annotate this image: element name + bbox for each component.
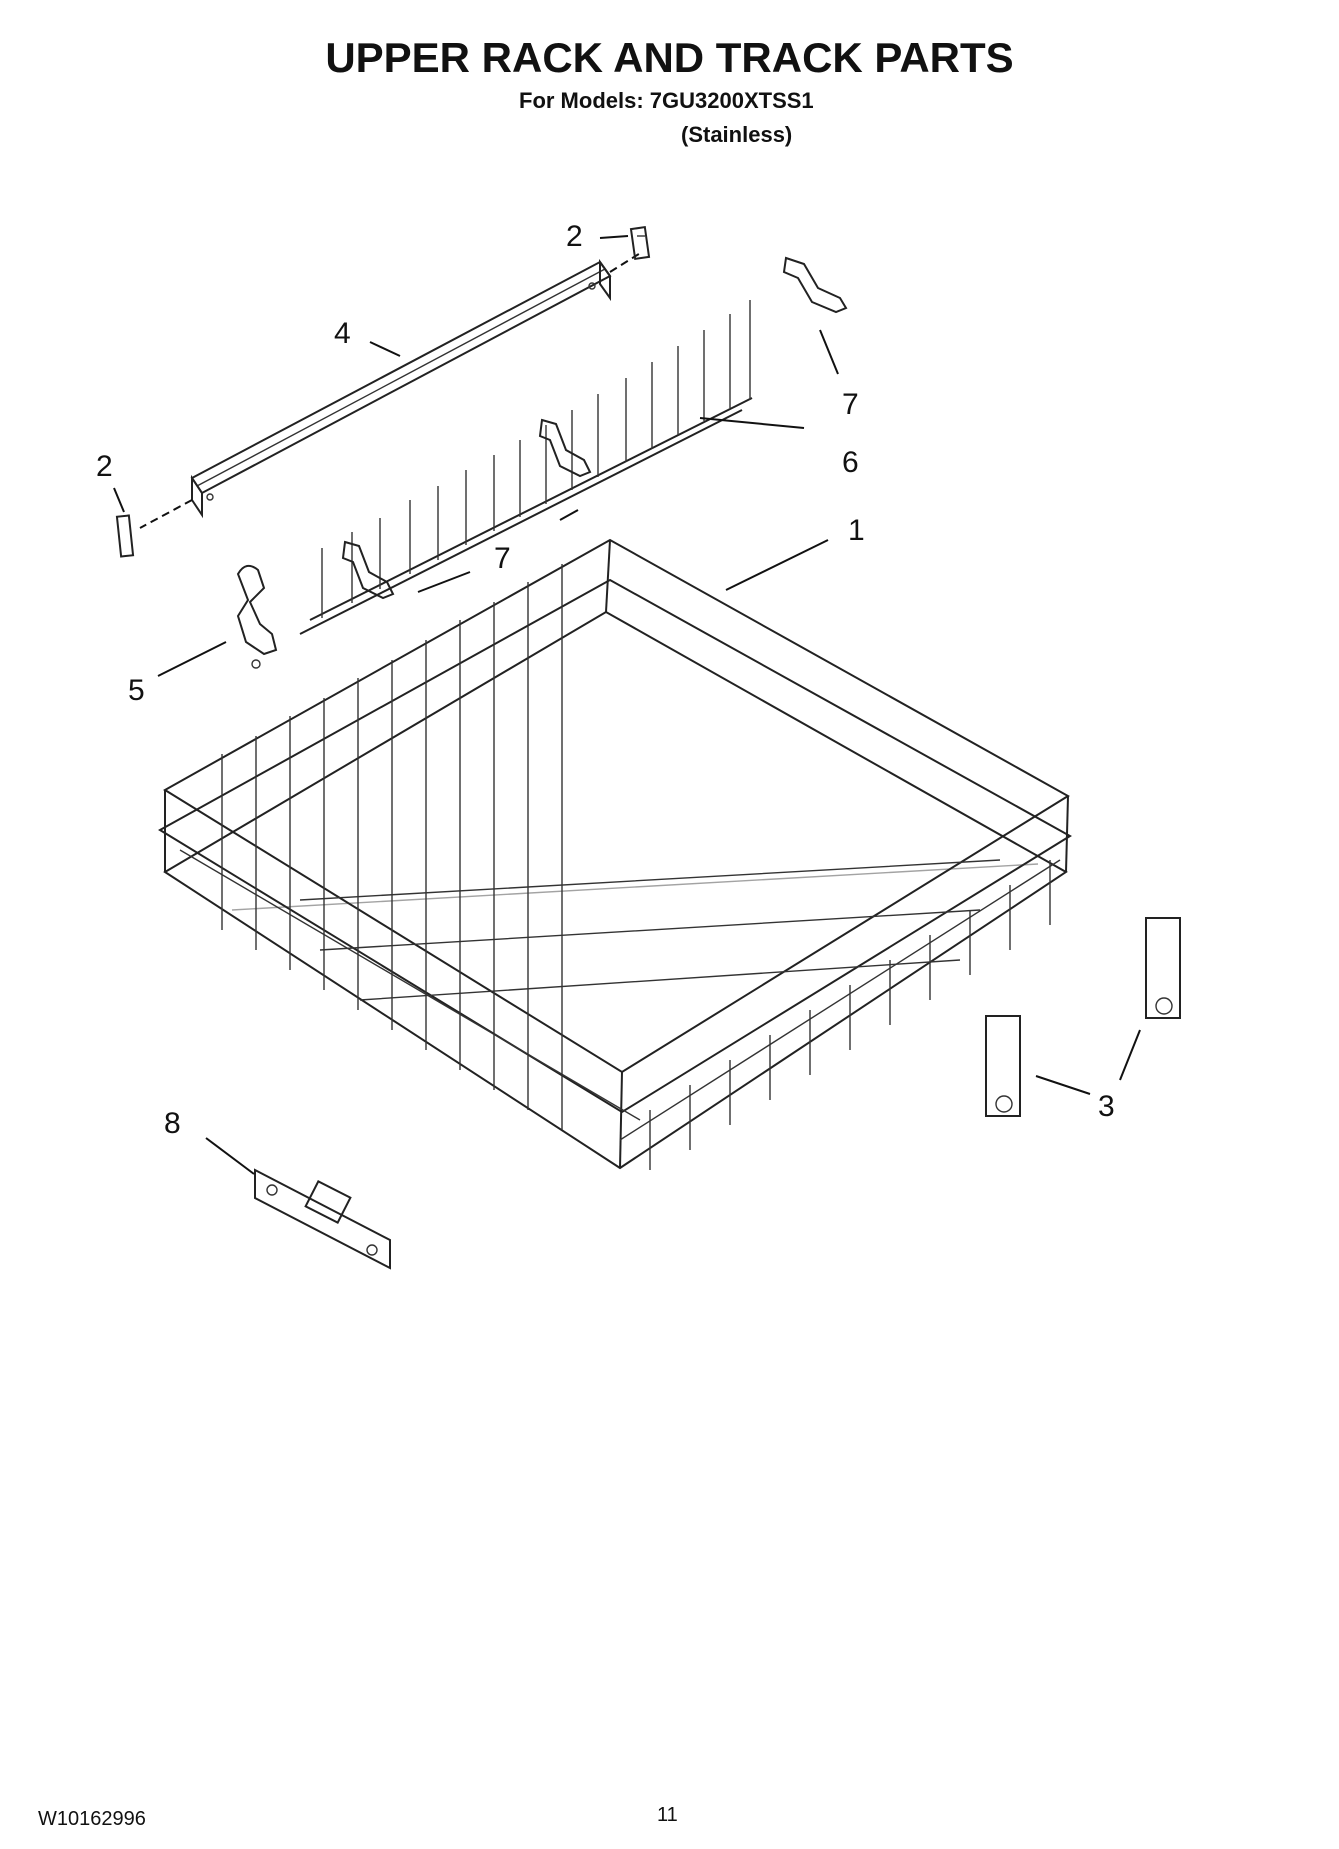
models-line: For Models: 7GU3200XTSS1 [519, 88, 814, 113]
page-number: 11 [657, 1804, 678, 1826]
callout-end-cap-right: 2 [566, 220, 583, 253]
tine-row-part [299, 300, 753, 635]
rack-roller-assembly-part [985, 917, 1181, 1117]
callout-rack-roller-assembly: 3 [1098, 1090, 1115, 1123]
callout-track: 4 [334, 317, 351, 350]
tine-clip-part [236, 564, 278, 669]
leader-lines [113, 235, 1141, 1175]
variant-line: (Stainless) [681, 122, 793, 147]
clip-middle-part [341, 418, 592, 600]
page-title: UPPER RACK AND TRACK PARTS [325, 34, 1014, 81]
callout-clip-middle: 7 [494, 542, 511, 575]
track-part [139, 251, 643, 529]
callout-tine-clip: 5 [128, 674, 145, 707]
callout-tine-row: 6 [842, 446, 859, 479]
end-cap-left-part [115, 514, 135, 558]
end-cap-right-part [629, 226, 651, 260]
callout-track-stop: 8 [164, 1107, 181, 1140]
upper-rack-part [158, 538, 1072, 1170]
clip-top-part [782, 256, 848, 314]
document-number: W10162996 [38, 1808, 146, 1830]
callout-upper-rack: 1 [848, 514, 865, 547]
callout-end-cap-left: 2 [96, 450, 113, 483]
callout-clip-top: 7 [842, 388, 859, 421]
track-stop-part [254, 1168, 391, 1270]
